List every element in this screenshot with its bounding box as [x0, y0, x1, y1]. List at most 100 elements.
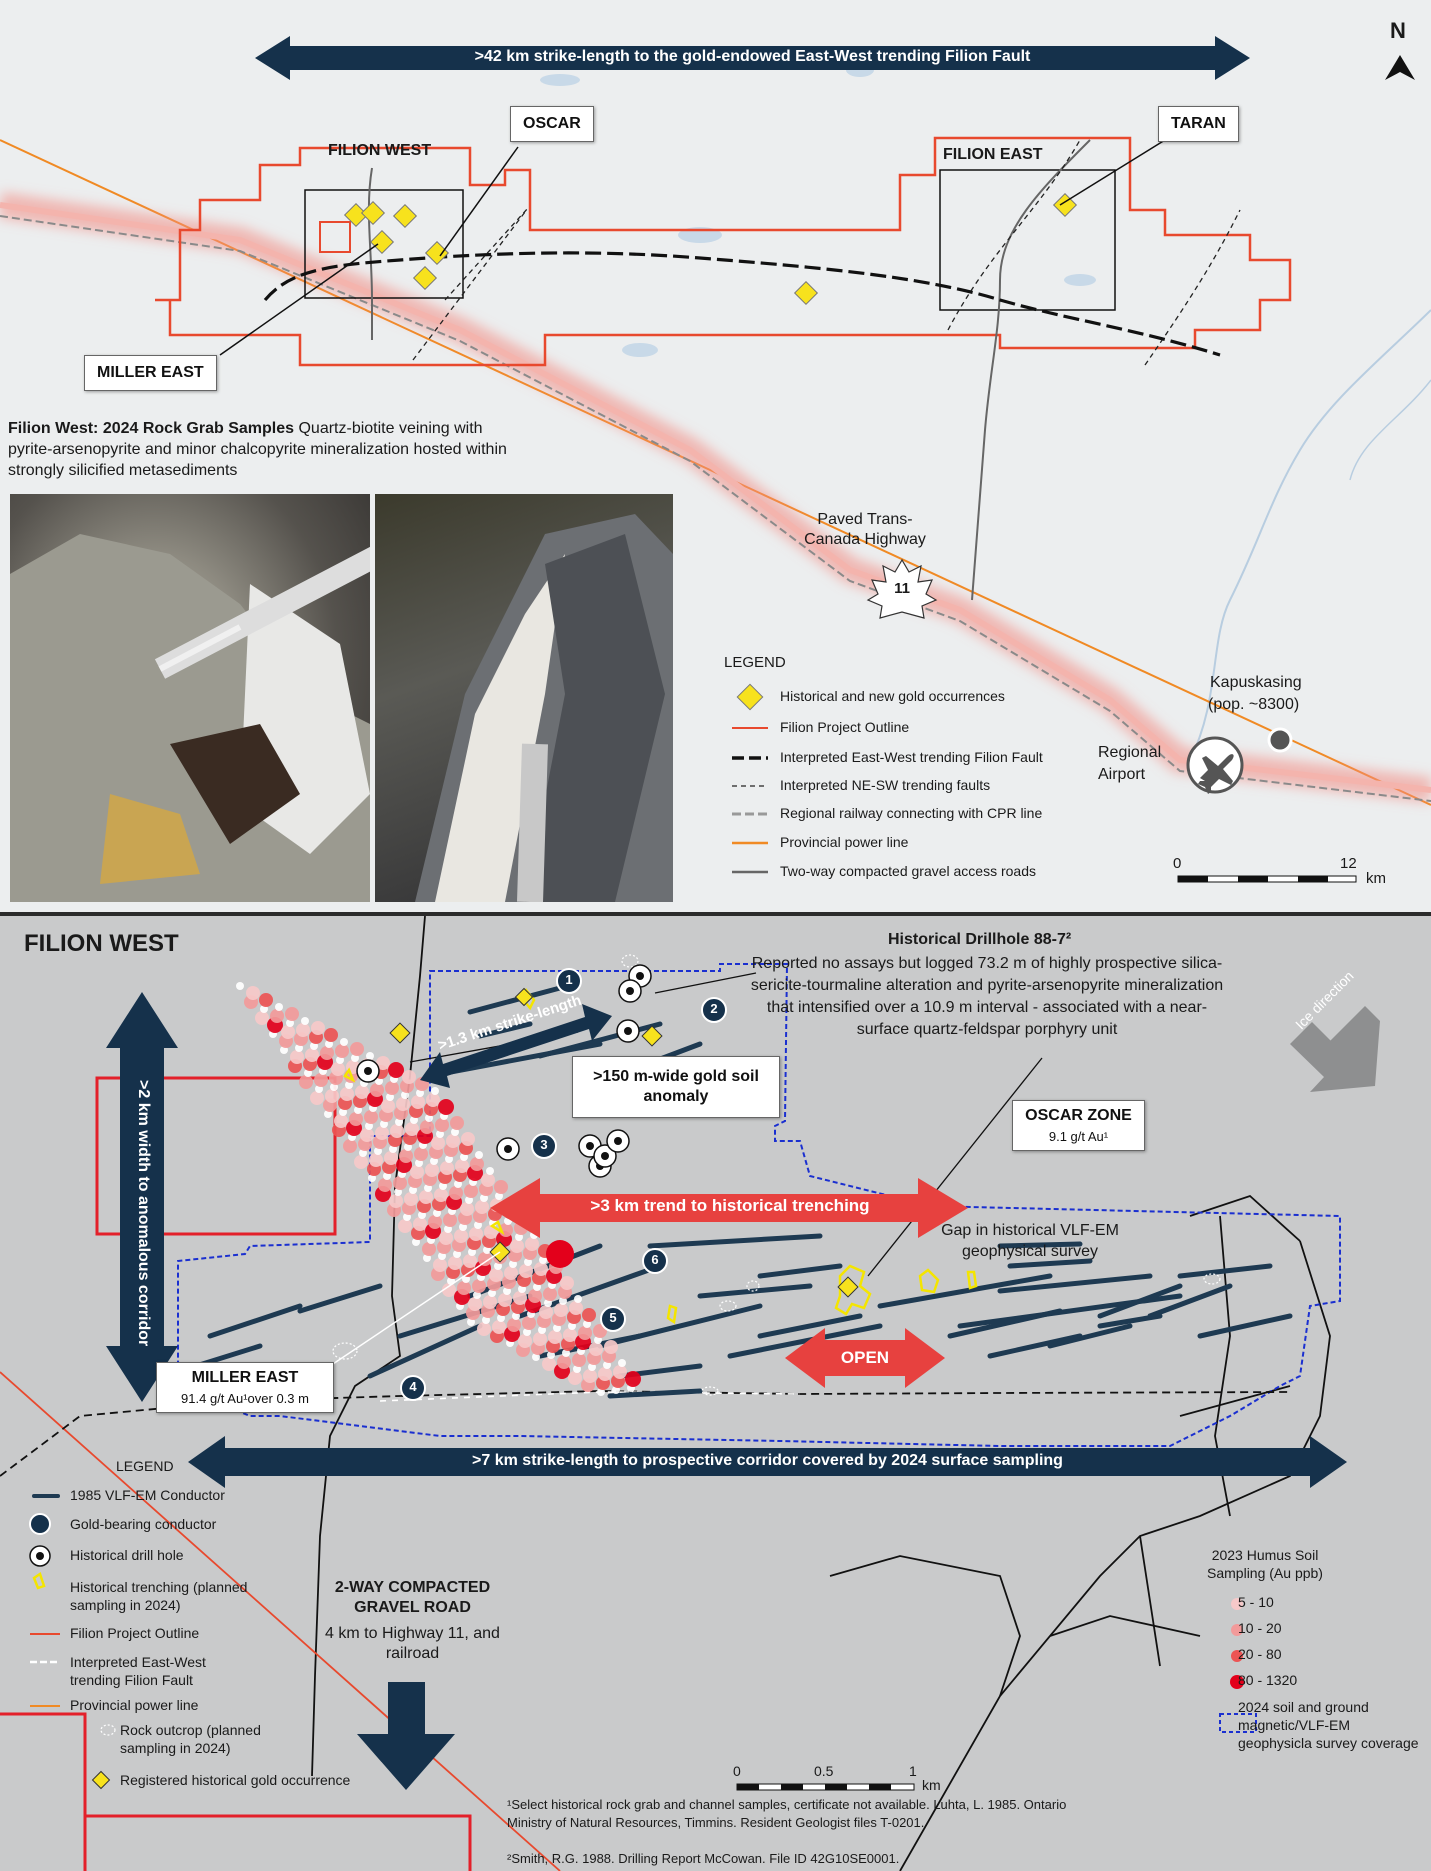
gravel-road	[899, 1240, 1331, 1871]
soil-anomaly-callout: >150 m-wide gold soil anomaly	[572, 1056, 780, 1118]
soil-sample-point	[492, 1320, 506, 1334]
soil-sample-point	[419, 1190, 433, 1204]
gold-conductor-marker	[701, 997, 727, 1023]
drill-hole-center	[504, 1145, 512, 1153]
soil-sample-point	[354, 1155, 368, 1169]
gravel-road-text: 4 km to Highway 11, and railroad	[325, 1625, 500, 1662]
soil-sample-point	[449, 1186, 463, 1200]
soil-sample-point	[604, 1340, 618, 1354]
coverage-legend-text: 2024 soil and ground magnetic/VLF-EM geo…	[1238, 1699, 1419, 1751]
detail-map-graphics	[0, 916, 1380, 1871]
vlf-em-conductor	[467, 985, 563, 1015]
vlf-em-conductor	[877, 1273, 1053, 1309]
soil-sample-point	[255, 1011, 269, 1025]
soil-sample-point	[376, 1056, 390, 1070]
soil-sample-point	[399, 1149, 413, 1163]
width-arrow-label: >2 km width to anomalous corridor	[135, 1080, 152, 1347]
open-arrow-shape	[785, 1328, 945, 1388]
filion-west-inset-box	[304, 189, 464, 299]
top-legend-power: Provincial power line	[780, 834, 909, 850]
top-scale-end: 12	[1340, 855, 1357, 872]
open-label: OPEN	[840, 1348, 890, 1367]
soil-sample-point	[442, 1283, 456, 1297]
vlf-em-conductor	[1177, 1263, 1273, 1279]
soil-sample-point	[483, 1295, 497, 1309]
soil-sample-point	[410, 1165, 424, 1179]
top-legend-title: LEGEND	[724, 654, 786, 671]
oscar-zone-callout: OSCAR ZONE 9.1 g/t Au¹	[1012, 1100, 1145, 1151]
soil-sample-point	[457, 1281, 471, 1295]
bottom-legend-symbols	[29, 1494, 116, 1790]
top-legend-railway: Regional railway connecting with CPR lin…	[780, 805, 1043, 821]
airport-label: Regional Airport	[1098, 744, 1162, 783]
vlf-em-conductor	[207, 1303, 303, 1339]
gravel-road	[311, 916, 426, 1777]
soil-sample-point	[420, 1120, 434, 1134]
highway-shield-icon	[866, 558, 938, 619]
soil-sample-point	[439, 1231, 453, 1245]
drillhole-leader	[654, 972, 757, 994]
vlf-em-conductor	[1097, 1313, 1163, 1329]
soil-sample-point	[411, 1095, 425, 1109]
rock-samples-title: Filion West: 2024 Rock Grab Samples	[8, 420, 295, 437]
legend-gold-conductor: Gold-bearing conductor	[70, 1516, 217, 1532]
soil-sample-point	[525, 1237, 539, 1251]
footnote-2: ²Smith, R.G. 1988. Drilling Report McCow…	[507, 1851, 900, 1866]
soil-sample-point	[320, 1046, 334, 1060]
soil-sample-point	[613, 1365, 627, 1379]
filion-west-title: FILION WEST	[24, 930, 179, 957]
vlf-em-conductor	[727, 1323, 883, 1359]
soil-legend-dot	[1231, 1650, 1243, 1662]
soil-sample-point	[464, 1184, 478, 1198]
oscar-leader	[439, 146, 519, 257]
soil-sample-point	[504, 1266, 518, 1280]
drill-hole-center	[636, 972, 644, 980]
rock-samples-caption: Filion West: 2024 Rock Grab Samples Quar…	[8, 418, 508, 481]
rock-outcrops	[332, 954, 1221, 1396]
vlf-em-conductor	[1007, 1258, 1093, 1269]
soil-legend-dot	[1231, 1598, 1243, 1610]
gold-conductor-number: 6	[651, 1252, 659, 1267]
soil-sample-point	[311, 1021, 325, 1035]
gold-occurrence-marker	[360, 200, 386, 226]
soil-sample-point	[335, 1044, 349, 1058]
soil-sample-point	[428, 1215, 442, 1229]
soil-sample-point	[478, 1252, 492, 1266]
miller-east-value: 91.4 g/t Au¹over 0.3 m	[181, 1391, 309, 1406]
strike7-arrow-shape	[188, 1436, 1347, 1488]
soil-legend-4: 80 - 1320	[1238, 1672, 1298, 1688]
photo-1-art	[10, 534, 370, 902]
river	[1349, 379, 1431, 481]
vlf-em-conductor	[757, 1313, 863, 1339]
project-outline	[155, 136, 1292, 367]
project-outline	[95, 1076, 337, 1236]
oscar-zone-title: OSCAR ZONE	[1025, 1107, 1132, 1124]
soil-legend-3: 20 - 80	[1238, 1646, 1282, 1662]
project-outline	[0, 1712, 87, 1871]
soil-sample-point	[539, 1305, 553, 1319]
vlf-em-conductor	[647, 1233, 823, 1249]
vlf-em-conductor	[1147, 1283, 1233, 1319]
soil-sample-point	[369, 1153, 383, 1167]
gold-conductor-marker	[400, 1375, 426, 1401]
drillhole-text: Reported no assays but logged 73.2 m of …	[750, 955, 1224, 1038]
soil-sample-point	[431, 1087, 439, 1095]
soil-sample-point	[554, 1303, 568, 1317]
gravel-road	[1179, 1385, 1291, 1417]
top-scale-unit: km	[1366, 870, 1386, 887]
soil-sample-point	[334, 1114, 348, 1128]
soil-sample-point	[389, 1194, 403, 1208]
soil-sample-point	[519, 1264, 533, 1278]
soil-sample-point	[364, 1110, 378, 1124]
vlf-em-conductor	[297, 1283, 383, 1314]
bottom-scale-t2: 1	[909, 1763, 917, 1779]
soil-sample-point	[528, 1289, 542, 1303]
soil-sample-point	[560, 1276, 574, 1290]
soil-sample-point	[324, 1028, 338, 1042]
soil-sample-point	[578, 1326, 592, 1340]
ne-sw-fault	[444, 207, 529, 301]
filion-west-label: FILION WEST	[328, 142, 432, 159]
legend-gold-occurrence: Registered historical gold occurrence	[120, 1772, 351, 1788]
soil-sample-point	[325, 1089, 339, 1103]
oscar-zone-value: 9.1 g/t Au¹	[1048, 1129, 1109, 1144]
